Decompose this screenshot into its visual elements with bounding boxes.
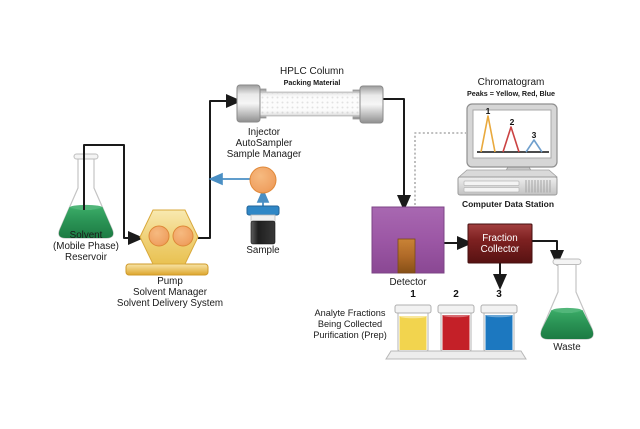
solvent-reservoir-label: Solvent (Mobile Phase) Reservoir xyxy=(53,230,119,263)
computer-label: Computer Data Station xyxy=(461,199,555,209)
sample-band xyxy=(250,214,276,222)
detector-flow-cell xyxy=(397,238,416,274)
peak-1-label: 1 xyxy=(486,106,491,116)
hplc-column xyxy=(236,84,384,124)
tube-collector-to-waste xyxy=(532,240,564,266)
tube-solvent-to-pump xyxy=(83,144,144,245)
column-cap-left xyxy=(236,84,261,123)
waste-label: Waste xyxy=(553,342,581,353)
column-subtitle: Packing Material xyxy=(283,78,341,87)
column-title: HPLC Column xyxy=(280,66,344,77)
sample-label: Sample xyxy=(246,245,280,256)
peak-2-label: 2 xyxy=(510,117,515,127)
monitor-screen xyxy=(472,109,552,159)
injector-label: Injector AutoSampler Sample Manager xyxy=(226,127,302,160)
solvent-flask xyxy=(58,153,114,239)
sample-vial xyxy=(246,205,280,245)
column-cap-right xyxy=(359,85,384,124)
tube-column-to-detector xyxy=(382,98,411,211)
tower-vents xyxy=(525,180,551,193)
pump-piston-left xyxy=(148,225,170,247)
tubing-lines xyxy=(83,94,564,290)
pump xyxy=(125,209,209,276)
fraction-vial-3 xyxy=(480,304,518,352)
pump-label: Pump Solvent Manager Solvent Delivery Sy… xyxy=(116,276,224,309)
detector-to-computer-signal xyxy=(414,132,466,205)
sample-cap xyxy=(246,205,280,216)
chromatogram-peak-1 xyxy=(480,115,496,153)
tower-slot-2 xyxy=(463,187,520,193)
detector-label: Detector xyxy=(389,277,427,288)
waste-flask xyxy=(540,258,594,340)
vial-3-number: 3 xyxy=(496,289,502,300)
sample-body xyxy=(250,220,276,245)
fraction-vial-2 xyxy=(437,304,475,352)
detector-box xyxy=(371,206,445,274)
chromatogram-peak-3 xyxy=(525,139,543,153)
vial-2-number: 2 xyxy=(453,289,459,300)
pump-piston-right xyxy=(172,225,194,247)
chromatogram-title: Chromatogram xyxy=(477,77,545,88)
pump-base xyxy=(125,263,209,276)
vial-1-number: 1 xyxy=(410,289,416,300)
peak-3-label: 3 xyxy=(532,130,537,140)
computer-monitor: 1 2 3 xyxy=(466,103,558,175)
fraction-collector-label: Fraction Collector xyxy=(480,232,520,255)
analyte-fractions-label: Analyte Fractions Being Collected Purifi… xyxy=(313,308,387,340)
tower-slot-1 xyxy=(463,180,520,186)
chromatogram-subtitle: Peaks = Yellow, Red, Blue xyxy=(466,89,556,98)
injector-port xyxy=(249,166,277,194)
fraction-vial-1 xyxy=(394,304,432,352)
fraction-collector-box xyxy=(467,223,533,264)
chromatogram-peak-2 xyxy=(502,126,520,153)
tube-pump-to-column xyxy=(198,94,242,239)
vial-tray xyxy=(385,350,527,360)
computer-tower xyxy=(457,169,559,196)
